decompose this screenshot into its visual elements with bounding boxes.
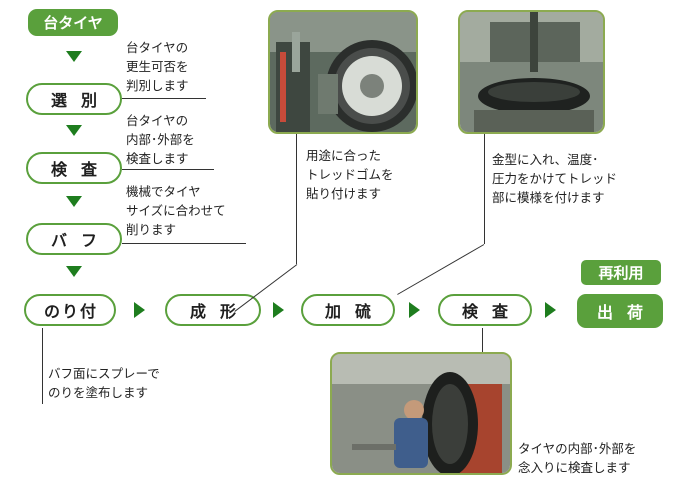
step-vulcanize: 加硫 bbox=[301, 294, 395, 326]
step-buff: バフ bbox=[26, 223, 122, 255]
down-arrow-icon bbox=[66, 266, 82, 277]
step-inspect-note: 台タイヤの 内部･外部を 検査します bbox=[126, 113, 195, 166]
build-note-line bbox=[296, 134, 297, 264]
build-note-line-diag bbox=[234, 264, 298, 312]
step-glue-note: バフ面にスプレーで のりを塗布します bbox=[48, 366, 160, 400]
step-buff-underline bbox=[122, 243, 246, 244]
glue-note-line bbox=[42, 328, 43, 404]
step-sort: 選別 bbox=[26, 83, 122, 115]
inspect-note-line bbox=[482, 328, 483, 354]
step-ship: 出荷 bbox=[577, 294, 663, 328]
reuse-label: 再利用 bbox=[581, 260, 661, 285]
down-arrow-icon bbox=[66, 51, 82, 62]
step-build: 成形 bbox=[165, 294, 261, 326]
step-final-inspect-note: タイヤの内部･外部を 念入りに検査します bbox=[518, 441, 637, 475]
vulcanize-photo bbox=[458, 10, 605, 134]
build-photo bbox=[268, 10, 418, 134]
step-buff-note: 機械でタイヤ サイズに合わせて 削ります bbox=[126, 184, 226, 237]
down-arrow-icon bbox=[66, 196, 82, 207]
step-inspect: 検査 bbox=[26, 152, 122, 184]
step-sort-underline bbox=[122, 98, 206, 99]
step-inspect-underline bbox=[122, 169, 214, 170]
right-arrow-icon bbox=[134, 302, 145, 318]
step-glue: のり付 bbox=[24, 294, 116, 326]
right-arrow-icon bbox=[409, 302, 420, 318]
vulcanize-note-line bbox=[484, 134, 485, 244]
start-tire-label: 台タイヤ bbox=[28, 9, 118, 36]
right-arrow-icon bbox=[545, 302, 556, 318]
step-vulcanize-note: 金型に入れ、温度･ 圧力をかけてトレッド 部に模様を付けます bbox=[492, 152, 618, 205]
down-arrow-icon bbox=[66, 125, 82, 136]
step-build-note: 用途に合った トレッドゴムを 貼り付けます bbox=[306, 148, 394, 201]
vulcanize-note-line-diag bbox=[397, 244, 485, 295]
right-arrow-icon bbox=[273, 302, 284, 318]
inspect-photo bbox=[330, 352, 512, 475]
step-sort-note: 台タイヤの 更生可否を 判別します bbox=[126, 40, 189, 93]
step-final-inspect: 検査 bbox=[438, 294, 532, 326]
